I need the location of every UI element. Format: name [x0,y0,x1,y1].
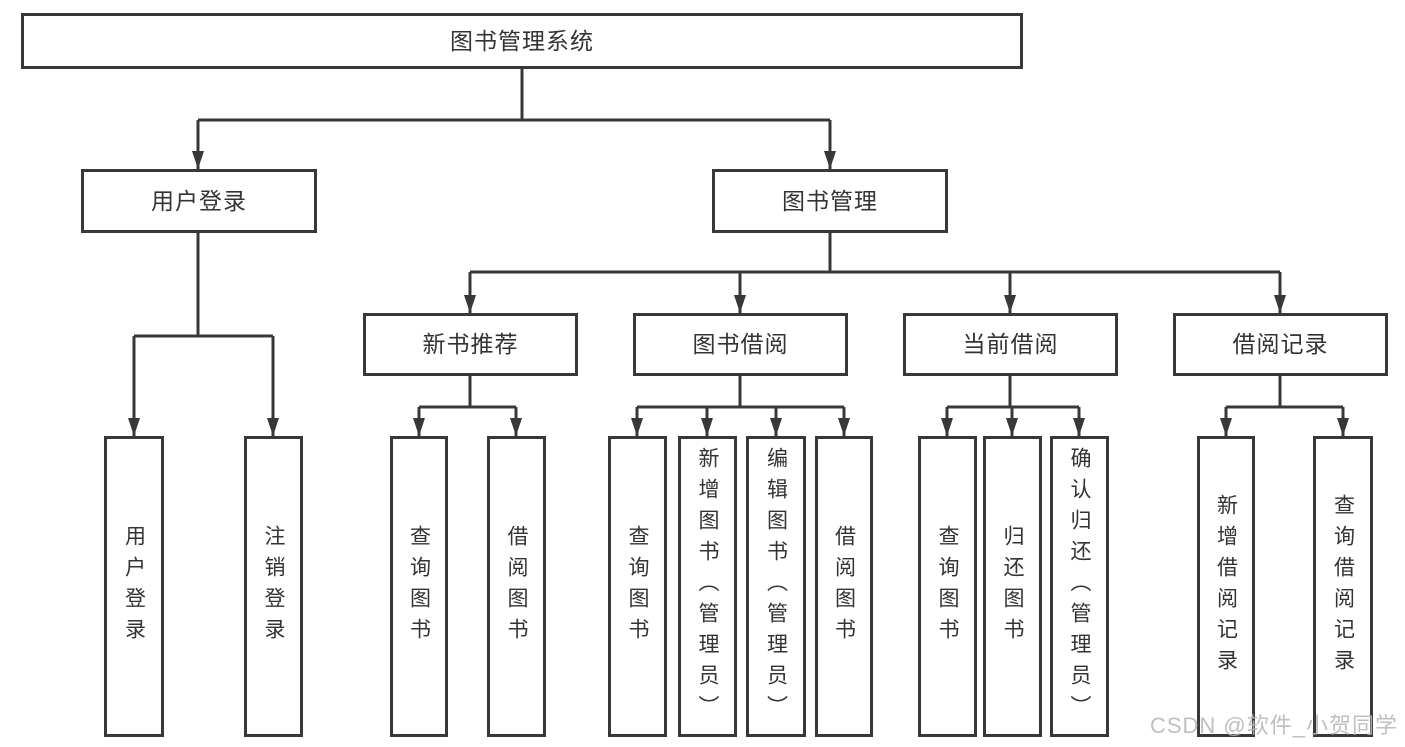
connector-currentborrow-leaves [941,376,1085,436]
connector-bookborrow-leaves [631,376,850,436]
node-current-borrow: 当前借阅 [903,313,1118,376]
leaf-borrow-query-books: 查询图书 [608,436,667,737]
leaf-add-borrow-record: 新增借阅记录 [1197,436,1255,737]
leaf-confirm-return-admin: 确认归还（管理员） [1050,436,1109,737]
node-borrow-records: 借阅记录 [1173,313,1388,376]
node-new-book-recommend: 新书推荐 [363,313,578,376]
connector-userlogin-leaves [128,233,279,436]
leaf-user-login: 用户登录 [104,436,164,737]
connector-bookmgmt-to-level3 [464,233,1286,313]
leaf-recommend-query-books: 查询图书 [390,436,448,737]
leaf-add-book-admin: 新增图书（管理员） [678,436,737,737]
leaf-recommend-borrow-books: 借阅图书 [487,436,546,737]
node-book-borrow: 图书借阅 [633,313,848,376]
node-book-management: 图书管理 [712,169,948,233]
connector-root-to-level2 [192,69,836,169]
leaf-edit-book-admin: 编辑图书（管理员） [746,436,806,737]
leaf-current-query-books: 查询图书 [918,436,977,737]
leaf-logout: 注销登录 [244,436,303,737]
connector-newbook-leaves [413,376,522,436]
leaf-borrow-books: 借阅图书 [815,436,873,737]
node-library-system: 图书管理系统 [21,13,1023,69]
csdn-watermark: CSDN @软件_小贺同学 [1149,713,1398,738]
node-user-login: 用户登录 [81,169,317,233]
connector-records-leaves [1220,376,1349,436]
leaf-query-borrow-record: 查询借阅记录 [1313,436,1373,737]
leaf-return-books: 归还图书 [983,436,1042,737]
